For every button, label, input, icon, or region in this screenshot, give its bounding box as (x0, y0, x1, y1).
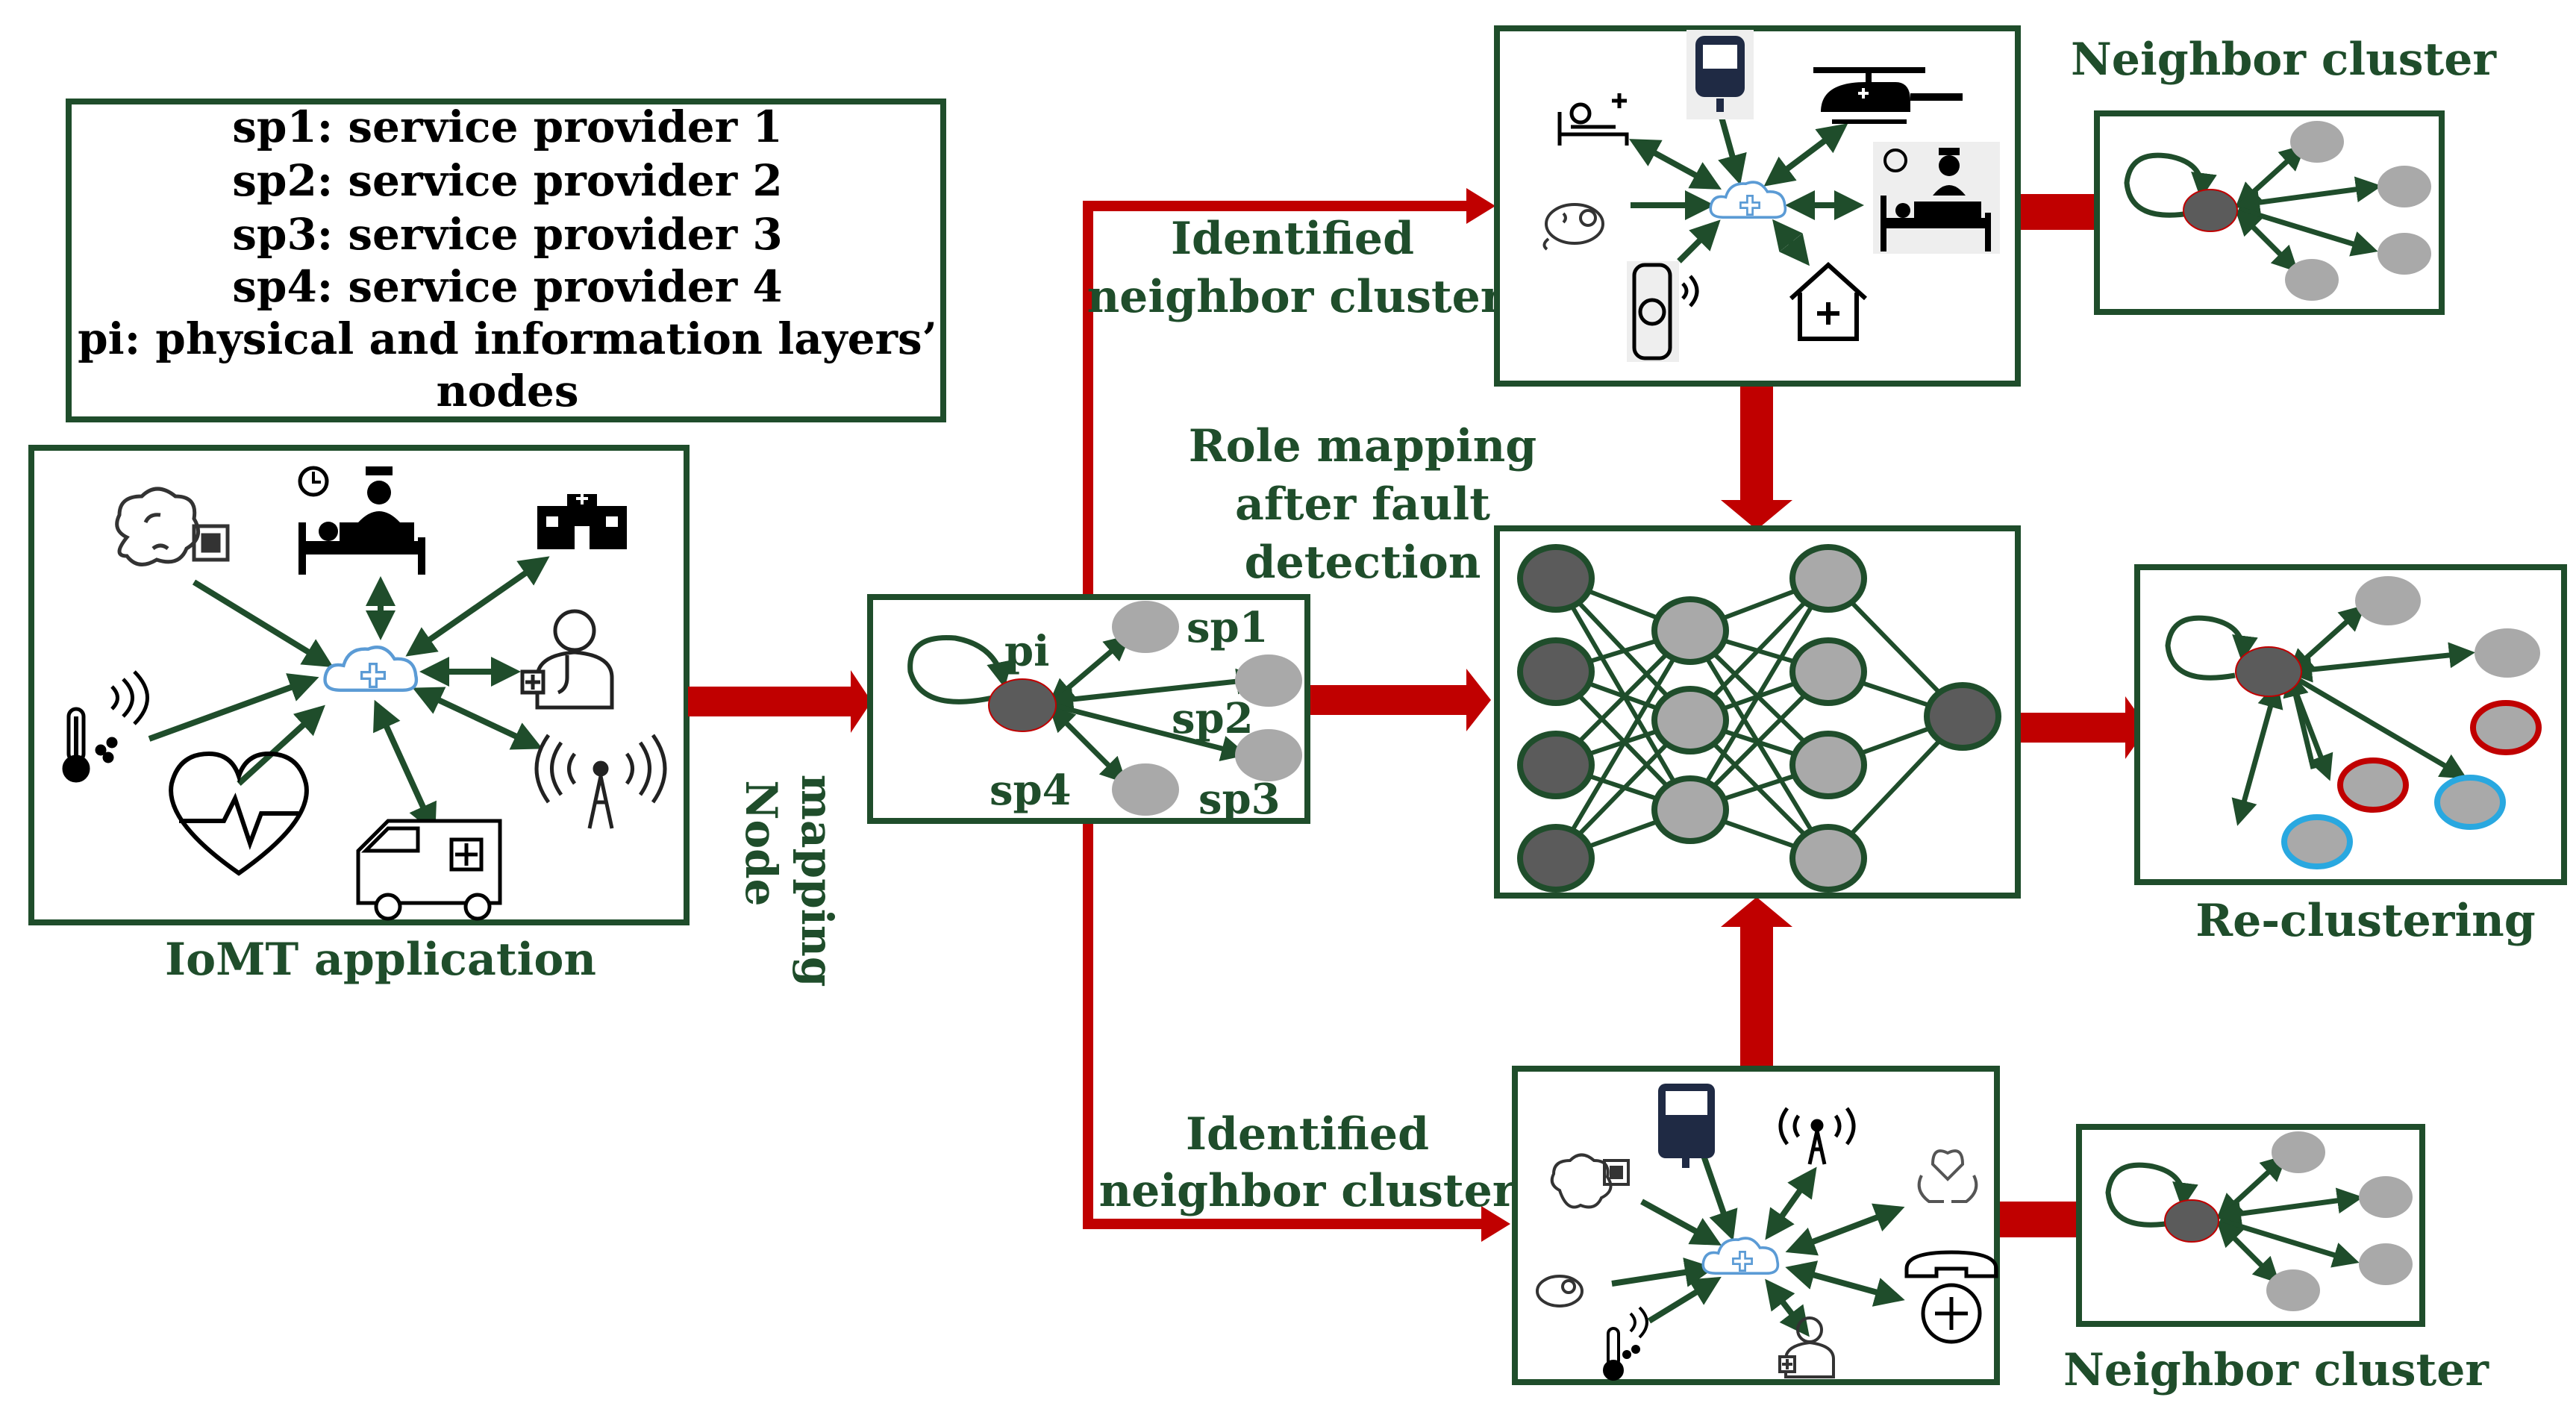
iomt-arrows (148, 556, 550, 834)
nn-edge (1554, 629, 1692, 860)
nn-node (1789, 544, 1867, 613)
nn-edge (1688, 577, 1831, 811)
thermometer-icon (1603, 1306, 1648, 1381)
glucose-meter-icon (1658, 1084, 1715, 1168)
legend-line: sp2: service provider 2 (232, 155, 783, 206)
neighbor-cluster-top-graph (2124, 121, 2431, 301)
brain-chip-icon (1550, 1153, 1630, 1209)
nn-node (1517, 731, 1595, 799)
flow-lines (1083, 201, 1492, 1229)
nn-node (1789, 824, 1867, 893)
node-mapping-label: Node mapping (736, 775, 842, 987)
neighbor-cluster-bottom-label: Neighbor cluster (2063, 1344, 2489, 1396)
neural-network-nodes (1517, 544, 2001, 893)
bottom-cluster-box (1512, 1066, 2000, 1385)
sp4-label: sp4 (990, 766, 1072, 815)
nn-node (1517, 637, 1595, 706)
sp1-label: sp1 (1187, 603, 1269, 652)
pi-sp4-edge (1048, 705, 1127, 784)
sp3-label: sp3 (1198, 775, 1281, 824)
ambulance-icon (356, 819, 502, 921)
identified-bottom-label-2: neighbor cluster (1099, 1165, 1517, 1217)
nurse-bed-icon (295, 463, 429, 575)
legend-line: sp1: service provider 1 (232, 101, 783, 152)
re-clustering-label: Re-clustering (2195, 895, 2536, 947)
re-clustering-graph (2165, 576, 2542, 869)
nn-node (1517, 544, 1595, 613)
baby-scan-icon (1542, 203, 1604, 251)
iomt-application-label: IoMT application (165, 934, 596, 986)
brain-chip-icon (115, 487, 230, 566)
pi-node (988, 678, 1057, 732)
doctor-icon (1778, 1316, 1835, 1378)
legend-line: sp4: service provider 4 (232, 261, 783, 312)
top-cluster-arrows (1628, 110, 1864, 266)
identified-top-label-1: Identified (1171, 213, 1414, 265)
legend-box (66, 99, 946, 422)
home-care-icon (1789, 261, 1868, 341)
neighbor-cluster-bottom-box (2076, 1124, 2425, 1327)
sp4-node (1112, 763, 1179, 816)
nn-node (1651, 775, 1729, 844)
nn-node (1789, 731, 1867, 799)
pi-self-loop (907, 635, 1013, 704)
sp1-node (1112, 601, 1179, 653)
antenna-icon (1778, 1107, 1856, 1165)
nurse-bed-icon (1873, 142, 2000, 254)
legend-line: nodes (437, 366, 579, 416)
patient-bed-icon (1557, 93, 1629, 146)
thermometer-icon (62, 670, 149, 783)
care-hands-icon (1917, 1149, 1978, 1203)
nn-node (1651, 596, 1729, 665)
identified-bottom-label-1: Identified (1186, 1108, 1429, 1160)
nn-node (1651, 686, 1729, 755)
svg-text:Node: Node (736, 780, 787, 906)
antenna-icon (534, 734, 667, 829)
svg-text:mapping: mapping (792, 775, 842, 987)
sp2-label: sp2 (1172, 694, 1254, 743)
baby-scan-icon (1536, 1275, 1584, 1308)
flow-arrowheads (1466, 188, 1510, 1242)
neighbor-cluster-bottom-graph (2105, 1131, 2413, 1311)
role-mapping-label-3: detection (1245, 537, 1481, 589)
role-mapping-label-1: Role mapping (1189, 420, 1536, 472)
nn-node (1789, 637, 1867, 706)
legend-line: pi: physical and information layers’ (78, 313, 937, 364)
nn-node (1517, 824, 1595, 893)
wearable-sensor-icon (1627, 261, 1699, 362)
medical-phone-icon (1904, 1250, 1998, 1344)
pi-sp2-edge (1047, 668, 1263, 713)
glucose-meter-icon (1686, 30, 1754, 119)
legend-line: sp3: service provider 3 (232, 209, 783, 260)
sp3-node (1235, 729, 1302, 781)
nn-node (1924, 682, 2001, 751)
heart-pulse-icon (169, 751, 309, 876)
sp2-node (1235, 654, 1302, 707)
pi-label: pi (1004, 627, 1049, 676)
flow-arrows (688, 194, 2148, 1237)
neighbor-cluster-top-label: Neighbor cluster (2071, 34, 2497, 86)
identified-top-label-2: neighbor cluster (1087, 271, 1505, 323)
helicopter-icon (1813, 67, 1963, 124)
role-mapping-label-2: after fault (1235, 478, 1490, 531)
doctor-icon (520, 609, 614, 710)
hospital-icon (537, 493, 627, 549)
